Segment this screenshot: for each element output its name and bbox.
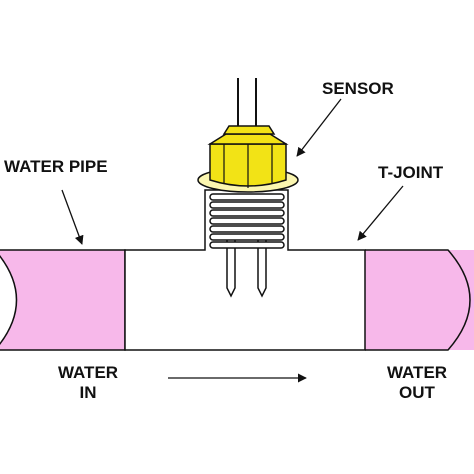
t-joint-body bbox=[124, 189, 366, 351]
right-pipe-outline bbox=[365, 249, 471, 351]
sensor-hex-head bbox=[207, 133, 289, 188]
sensor-label: SENSOR bbox=[322, 79, 394, 98]
water-out-label-line2: OUT bbox=[399, 383, 436, 402]
t-joint-leader-arrow bbox=[357, 185, 404, 241]
sensor-thread bbox=[209, 193, 285, 249]
left-water-pipe bbox=[0, 249, 126, 351]
t-joint-label: T-JOINT bbox=[378, 163, 444, 182]
water-in-label-line1: WATER bbox=[58, 363, 118, 382]
sensor-leader-arrow bbox=[296, 98, 342, 157]
water-out-label-line1: WATER bbox=[387, 363, 447, 382]
sensor-cap bbox=[222, 125, 276, 135]
water-pipe-leader-arrow bbox=[61, 189, 84, 245]
right-water-pipe bbox=[365, 250, 474, 350]
water-pipe-label: WATER PIPE bbox=[4, 157, 108, 176]
water-in-label-line2: IN bbox=[80, 383, 97, 402]
